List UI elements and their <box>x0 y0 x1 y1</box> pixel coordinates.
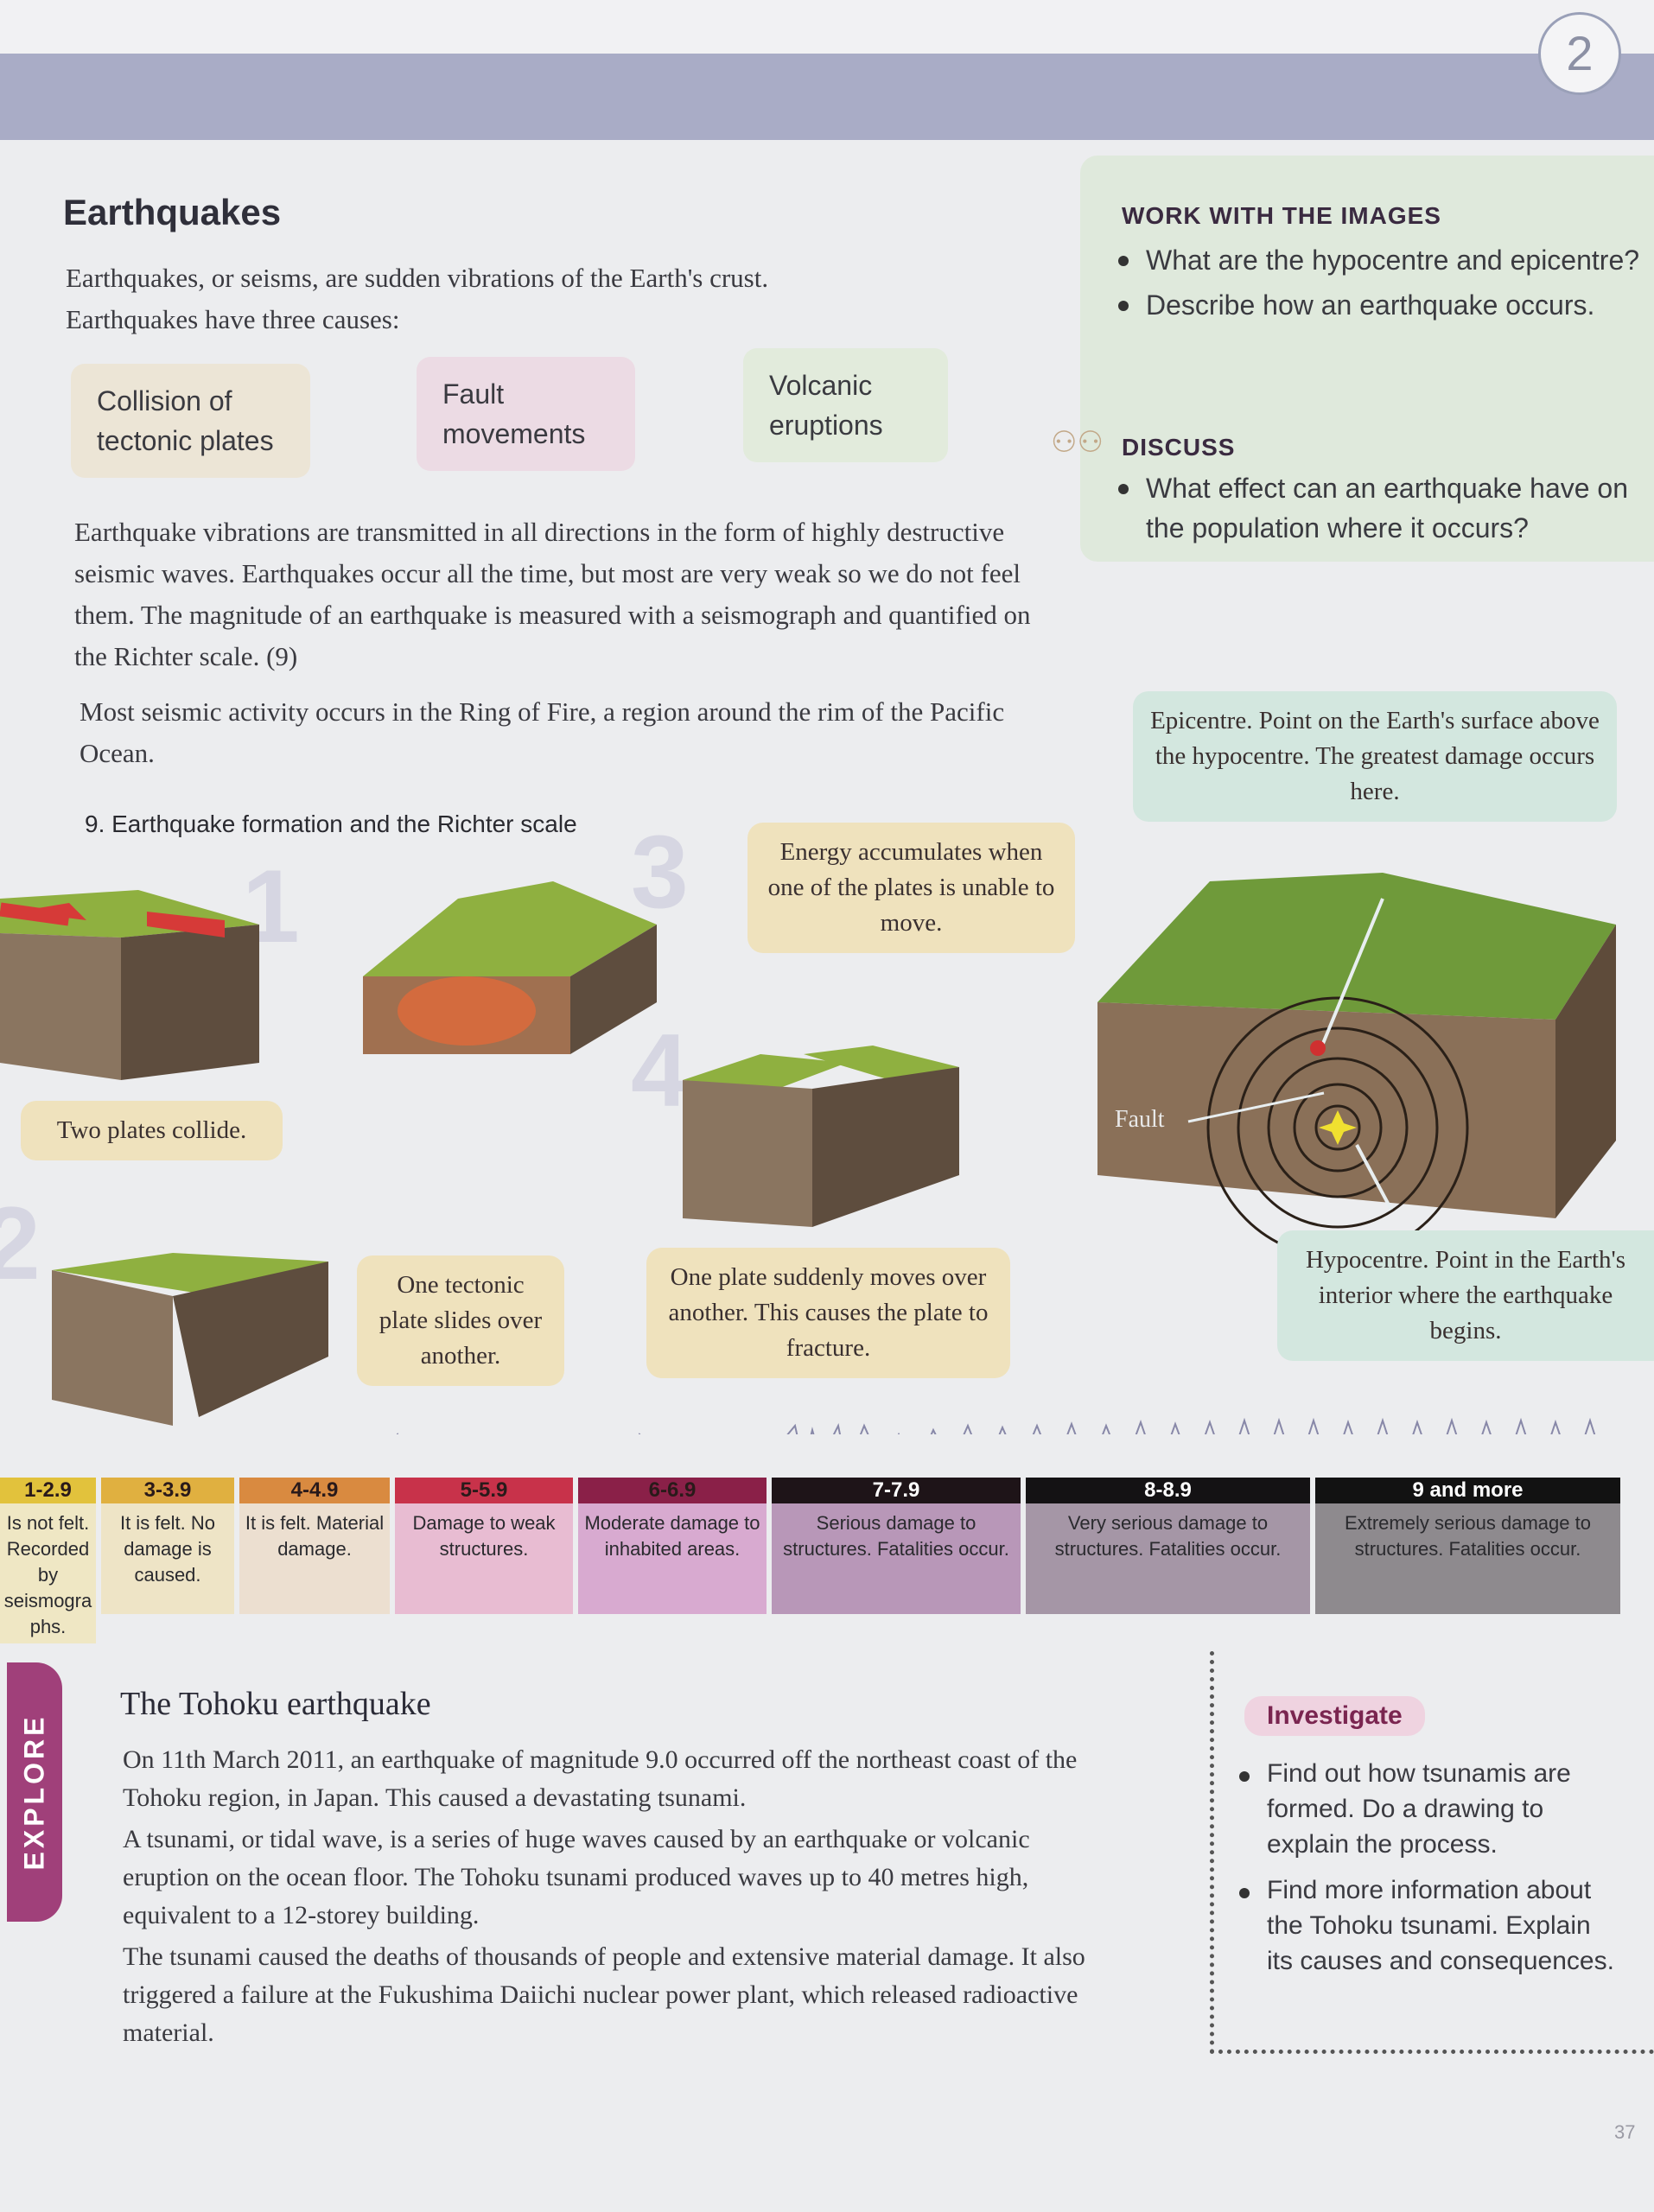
work-item: Describe how an earthquake occurs. <box>1115 285 1651 325</box>
investigate-panel <box>1210 1651 1654 2054</box>
step-number-2: 2 <box>0 1185 41 1301</box>
block-slide <box>363 881 657 1054</box>
richter-description: Very serious damage to structures. Fatal… <box>1026 1503 1310 1614</box>
explore-title: The Tohoku earthquake <box>120 1686 431 1722</box>
chapter-number: 2 <box>1538 12 1621 95</box>
label-slides: One tectonic plate slides over another. <box>357 1255 564 1386</box>
work-item: What are the hypocentre and epicentre? <box>1115 240 1651 280</box>
label-hypocentre: Hypocentre. Point in the Earth's interio… <box>1277 1230 1654 1361</box>
richter-range: 4-4.9 <box>239 1478 390 1503</box>
explore-body: On 11th March 2011, an earthquake of mag… <box>123 1741 1116 2052</box>
cause-fault: Fault movements <box>417 357 635 471</box>
discuss-item: What effect can an earthquake have on th… <box>1115 468 1651 548</box>
explore-paragraph: A tsunami, or tidal wave, is a series of… <box>123 1825 1030 1929</box>
label-energy: Energy accumulates when one of the plate… <box>747 823 1075 953</box>
richter-description: Is not felt. Recorded by seismographs. <box>0 1503 96 1643</box>
explore-paragraph: The tsunami caused the deaths of thousan… <box>123 1942 1085 2047</box>
paragraph-ring-of-fire: Most seismic activity occurs in the Ring… <box>80 696 1005 768</box>
richter-range: 7-7.9 <box>772 1478 1021 1503</box>
section-title: Earthquakes <box>63 192 282 232</box>
block-fracture <box>683 1046 959 1227</box>
richter-range: 9 and more <box>1315 1478 1620 1503</box>
figure-caption: 9. Earthquake formation and the Richter … <box>85 810 577 837</box>
richter-range: 3-3.9 <box>101 1478 234 1503</box>
work-heading: WORK WITH THE IMAGES <box>1122 202 1441 229</box>
richter-range: 8-8.9 <box>1026 1478 1310 1503</box>
intro-text: Earthquakes, or seisms, are sudden vibra… <box>66 257 1068 340</box>
side-panel: WORK WITH THE IMAGES What are the hypoce… <box>1051 156 1654 562</box>
investigate-item: Find more information about the Tohoku t… <box>1236 1872 1616 1979</box>
richter-description: It is felt. No damage is caused. <box>101 1503 234 1614</box>
richter-range: 1-2.9 <box>0 1478 96 1503</box>
discuss-heading: DISCUSS <box>1122 434 1236 461</box>
page-top-margin <box>0 0 1654 54</box>
chapter-band <box>0 54 1654 140</box>
richter-range: 5-5.9 <box>395 1478 573 1503</box>
page-number: 37 <box>1614 2121 1636 2143</box>
label-fault: Fault <box>1115 1106 1165 1133</box>
label-epicentre: Epicentre. Point on the Earth's surface … <box>1133 691 1617 822</box>
richter-description: Damage to weak structures. <box>395 1503 573 1614</box>
explore-tab: EXPLORE <box>7 1662 62 1922</box>
intro-line: Earthquakes, or seisms, are sudden vibra… <box>66 263 769 293</box>
block-collide <box>0 890 259 1080</box>
cause-volcanic: Volcanic eruptions <box>743 348 948 462</box>
block-thrust <box>52 1253 328 1426</box>
label-collide: Two plates collide. <box>21 1101 283 1160</box>
richter-description: Extremely serious damage to structures. … <box>1315 1503 1620 1614</box>
richter-description: Moderate damage to inhabited areas. <box>578 1503 767 1614</box>
step-number-3: 3 <box>631 830 689 930</box>
earthquake-diagram: 1 3 4 2 <box>0 830 1616 1434</box>
richter-description: Serious damage to structures. Fatalities… <box>772 1503 1021 1614</box>
richter-description: It is felt. Material damage. <box>239 1503 390 1614</box>
explore-paragraph: On 11th March 2011, an earthquake of mag… <box>123 1745 1078 1812</box>
intro-line: Earthquakes have three causes: <box>66 304 400 334</box>
explore-tab-label: EXPLORE <box>18 1713 50 1871</box>
investigate-list: Find out how tsunamis are formed. Do a d… <box>1236 1756 1616 1979</box>
label-fracture: One plate suddenly moves over another. T… <box>646 1248 1010 1378</box>
step-numbers: 1 3 4 2 <box>0 830 689 1301</box>
seismogram-trace <box>396 1417 1596 1434</box>
investigate-item: Find out how tsunamis are formed. Do a d… <box>1236 1756 1616 1862</box>
paragraph-seismic: Earthquake vibrations are transmitted in… <box>74 517 1031 671</box>
step-number-4: 4 <box>631 1013 689 1128</box>
cause-collision: Collision of tectonic plates <box>71 364 310 478</box>
richter-range: 6-6.9 <box>578 1478 767 1503</box>
group-icon: ⚇⚇ <box>1051 427 1104 459</box>
investigate-badge: Investigate <box>1244 1696 1425 1736</box>
block-epicentre <box>1097 873 1616 1259</box>
